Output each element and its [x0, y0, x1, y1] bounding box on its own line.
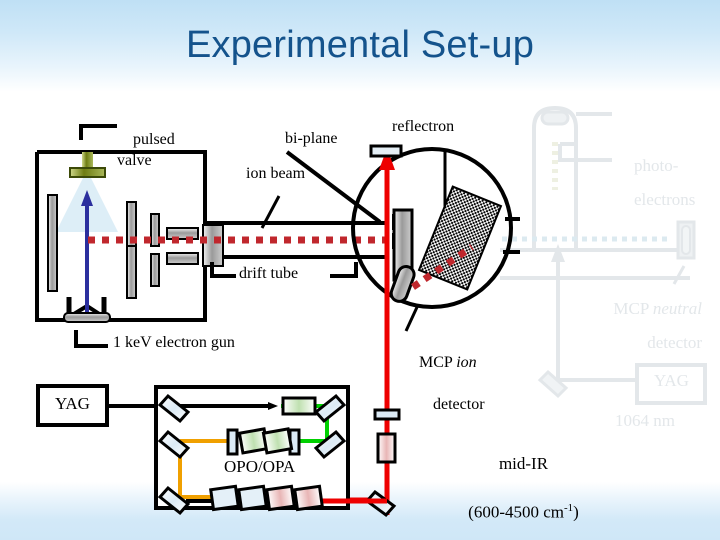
ghost-window	[540, 110, 570, 126]
label-opo-opa: OPO/OPA	[224, 457, 296, 476]
ghost-label-mcp-neutral-detector: MCP neutral detector	[613, 299, 702, 352]
label-mid-ir: mid-IR (600-4500 cm-1)	[468, 454, 579, 522]
repeller-plate	[47, 194, 58, 292]
background-gradient-bottom	[0, 482, 720, 540]
label-leaders	[74, 124, 420, 348]
ion-optics-electrodes	[126, 201, 224, 299]
pump-arrow-head	[268, 402, 278, 410]
mcp-ion-detector	[389, 265, 416, 303]
ghost-arrow-head	[551, 244, 565, 262]
ghost-label-1064nm: 1064 nm	[615, 411, 675, 430]
label-ion-beam: ion beam	[246, 165, 306, 182]
electron-gun	[63, 297, 111, 323]
label-pulsed-valve: pulsed valve	[117, 131, 175, 169]
label-drift-tube: drift tube	[239, 265, 299, 282]
ghost-neutral-word: neutral	[652, 299, 702, 318]
electron-beam	[81, 190, 93, 312]
label-mcp-ion-detector: MCP ion detector	[419, 354, 485, 413]
ghost-label-yag: YAG	[654, 371, 689, 390]
page-title: Experimental Set-up	[185, 24, 535, 66]
mid-ir-exponent: -1	[564, 502, 574, 514]
source-chamber-outline	[35, 150, 375, 322]
ir-lens-1	[373, 408, 401, 421]
yag-box	[36, 384, 109, 427]
ghost-mcp-neutral-detector	[672, 220, 696, 285]
ghost-yag-box	[635, 363, 707, 405]
opo-optics	[209, 396, 324, 512]
mcp-ion-word: ion	[456, 354, 477, 371]
ghost-mirror	[537, 369, 569, 399]
label-yag: YAG	[55, 394, 90, 413]
background-gradient-top	[0, 0, 720, 92]
opo-mirrors	[157, 393, 347, 516]
label-electron-gun: 1 keV electron gun	[113, 334, 235, 351]
reflected-ion-beam	[411, 244, 474, 290]
reflectron-element	[417, 185, 503, 291]
pulsed-valve-nozzle	[69, 152, 106, 178]
ghost-laser-path	[556, 252, 610, 382]
ir-entrance-window	[369, 144, 403, 158]
label-bi-plane: bi-plane	[285, 130, 338, 147]
ir-filter	[376, 432, 397, 464]
label-reflectron: reflectron	[392, 118, 455, 135]
ghost-label-photoelectrons: photo- electrons	[634, 156, 696, 209]
